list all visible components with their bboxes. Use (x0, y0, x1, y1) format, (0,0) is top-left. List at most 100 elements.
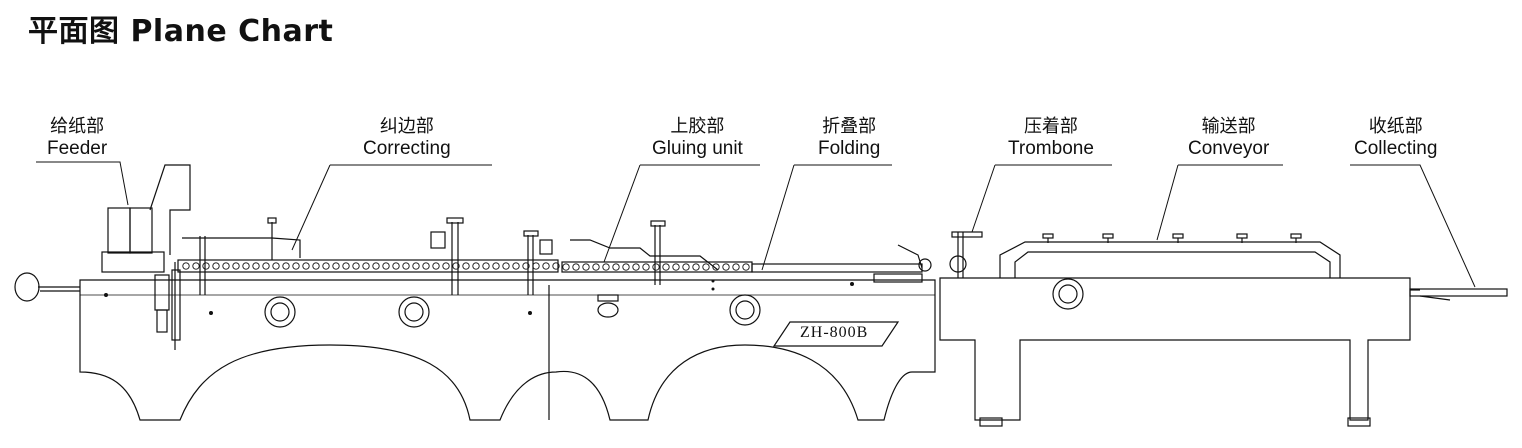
label-trombone-en: Trombone (1008, 138, 1094, 159)
belt-roller (562, 263, 570, 271)
conveyor-knob (1102, 233, 1114, 239)
belt-roller (542, 262, 550, 270)
belt-roller (202, 262, 210, 270)
leader-correcting (291, 164, 492, 251)
belt-roller (182, 262, 190, 270)
label-correcting-en: Correcting (363, 138, 451, 159)
belt-roller (742, 263, 750, 271)
belt-roller (312, 262, 320, 270)
belt-roller (192, 262, 200, 270)
belt-roller (702, 263, 710, 271)
label-correcting-zh: 纠边部 (379, 116, 434, 137)
belt-roller (552, 262, 560, 270)
belt-roller (602, 263, 610, 271)
label-collecting-en: Collecting (1354, 138, 1438, 159)
label-folding: 折叠部 Folding (818, 116, 880, 160)
belt-roller (302, 262, 310, 270)
belt-roller (332, 262, 340, 270)
trombone-wheel (949, 231, 983, 278)
model-label: ZH-800B (800, 324, 869, 341)
belt-roller (292, 262, 300, 270)
belt-roller (222, 262, 230, 270)
belt-roller (382, 262, 390, 270)
label-trombone-zh: 压着部 (1023, 116, 1078, 137)
label-feeder: 给纸部 Feeder (47, 116, 107, 160)
conveyor-top-guard (999, 241, 1341, 278)
belt-roller (362, 262, 370, 270)
base-housing (79, 279, 936, 421)
leader-lines (36, 161, 1476, 288)
label-conveyor-en: Conveyor (1188, 138, 1270, 159)
belt-roller (612, 263, 620, 271)
bolts (104, 279, 854, 315)
feeder-assembly (101, 164, 191, 350)
leader-feeder (36, 161, 129, 206)
main-frame (79, 279, 936, 421)
belt-roller (212, 262, 220, 270)
leader-collecting (1350, 164, 1476, 288)
belt-roller (512, 262, 520, 270)
leader-conveyor (1156, 164, 1283, 241)
conveyor-knobs (1042, 233, 1302, 243)
label-folding-zh: 折叠部 (822, 116, 877, 137)
belt-roller (462, 262, 470, 270)
belt-roller (282, 262, 290, 270)
belt-roller (642, 263, 650, 271)
label-conveyor-zh: 输送部 (1201, 116, 1256, 137)
label-correcting: 纠边部 Correcting (363, 116, 451, 160)
page-title: 平面图 Plane Chart (28, 14, 334, 49)
folding-end (873, 244, 932, 283)
belt-roller (452, 262, 460, 270)
belt-roller (242, 262, 250, 270)
belt-roller (622, 263, 630, 271)
belt-roller (402, 262, 410, 270)
belt-roller (632, 263, 640, 271)
belt-roller (472, 262, 480, 270)
belt-rollers (182, 262, 750, 271)
belt-roller (502, 262, 510, 270)
label-folding-en: Folding (818, 138, 881, 159)
conveyor-knob (1290, 233, 1302, 239)
belt-roller (732, 263, 740, 271)
belt-roller (392, 262, 400, 270)
inspection-windows (264, 278, 1084, 328)
model-plate (772, 321, 900, 347)
conveyor-knob (1172, 233, 1184, 239)
label-feeder-en: Feeder (47, 138, 108, 159)
guide-rails (182, 217, 719, 295)
belt-roller (482, 262, 490, 270)
conveyor-knob (1236, 233, 1248, 239)
belt-roller (692, 263, 700, 271)
label-gluing: 上胶部 Gluing unit (652, 116, 743, 160)
belt-roller (532, 262, 540, 270)
label-gluing-zh: 上胶部 (670, 116, 725, 137)
belt-roller (252, 262, 260, 270)
belt-roller (672, 263, 680, 271)
belt-roller (372, 262, 380, 270)
leader-trombone (971, 164, 1112, 233)
belt-roller (322, 262, 330, 270)
belt-roller (522, 262, 530, 270)
belt-roller (662, 263, 670, 271)
belt-roller (352, 262, 360, 270)
belt-roller (422, 262, 430, 270)
label-gluing-en: Gluing unit (652, 138, 743, 159)
leader-folding (761, 164, 892, 271)
label-conveyor: 输送部 Conveyor (1188, 116, 1269, 160)
leader-gluing (603, 164, 760, 263)
belt-roller (272, 262, 280, 270)
conveyor-housing (939, 277, 1411, 421)
belt-roller (432, 262, 440, 270)
conveyor-knob (1042, 233, 1054, 239)
label-collecting: 收纸部 Collecting (1354, 116, 1437, 160)
belt-roller (342, 262, 350, 270)
handwheel (14, 272, 80, 302)
label-collecting-zh: 收纸部 (1368, 116, 1423, 137)
belt-roller (722, 263, 730, 271)
label-trombone: 压着部 Trombone (1008, 116, 1094, 160)
belt-roller (682, 263, 690, 271)
belt-roller (442, 262, 450, 270)
label-feeder-zh: 给纸部 (50, 116, 105, 137)
belt-roller (582, 263, 590, 271)
